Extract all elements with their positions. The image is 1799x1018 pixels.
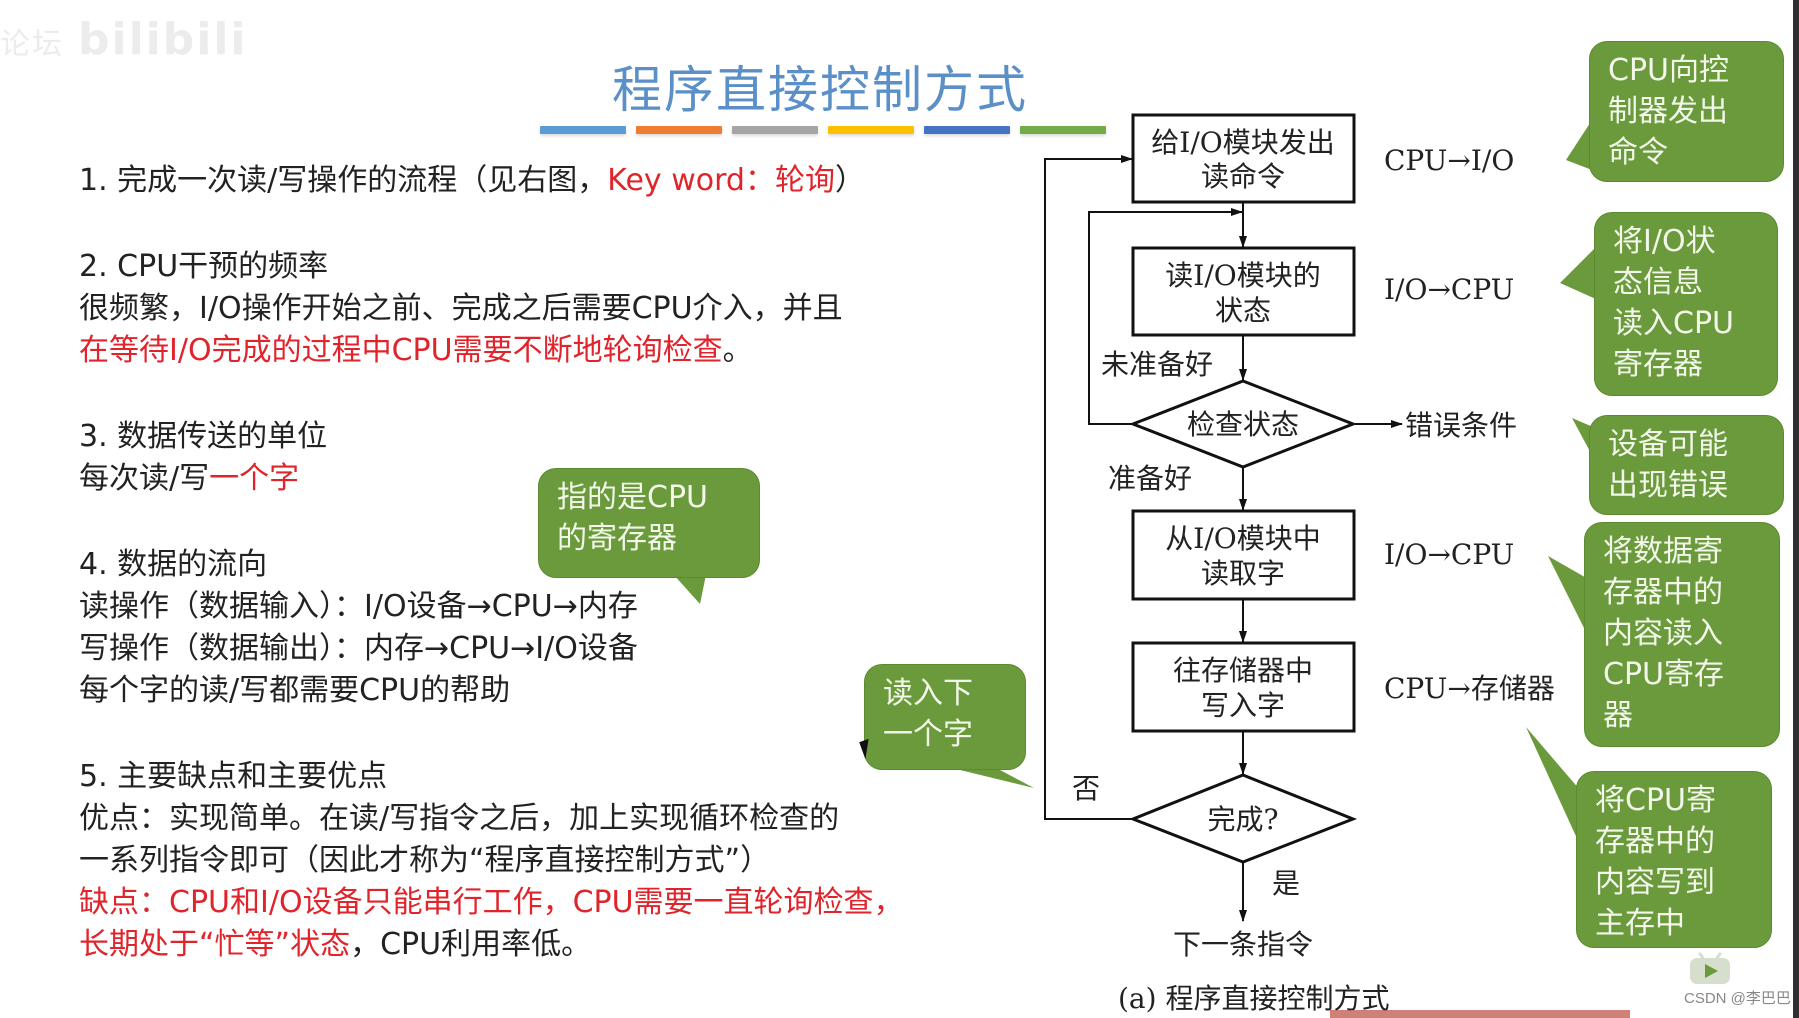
section-4-read: 读操作（数据输入）：I/O设备→CPU→内存 bbox=[79, 589, 638, 624]
callout-line: 读入下 bbox=[883, 676, 973, 711]
box4-line1: 往存储器中 bbox=[1173, 654, 1313, 687]
no-label: 否 bbox=[1072, 772, 1100, 805]
box1-line1: 给I/O模块发出 bbox=[1151, 126, 1334, 159]
right-edge-strip bbox=[1793, 0, 1799, 1018]
callout-data-register: 将数据寄 存器中的 内容读入 CPU寄存 器 bbox=[1584, 522, 1780, 747]
flow-label-4: CPU→存储器 bbox=[1384, 672, 1555, 705]
flow-label-1: CPU→I/O bbox=[1384, 144, 1514, 177]
next-instruction: 下一条指令 bbox=[1173, 928, 1313, 961]
callout-read-next: 读入下 一个字 bbox=[864, 664, 1026, 770]
callout-tail-data-reg bbox=[1548, 556, 1590, 640]
callout-line: 将数据寄 bbox=[1603, 534, 1723, 569]
section-2-line2: 在等待I/O完成的过程中CPU需要不断地轮询检查。 bbox=[79, 330, 1039, 372]
title-bar-4 bbox=[828, 126, 914, 134]
box1-line2: 读命令 bbox=[1201, 160, 1285, 193]
box2-line1: 读I/O模块的 bbox=[1165, 259, 1320, 292]
callout-tail-write-mem bbox=[1526, 727, 1580, 845]
callout-cpu-command: CPU向控 制器发出 命令 bbox=[1589, 41, 1784, 182]
callout-line: 出现错误 bbox=[1608, 468, 1728, 503]
section-1: 1. 完成一次读/写操作的流程（见右图，Key word：轮询） bbox=[79, 160, 1039, 202]
s3-red: 一个字 bbox=[209, 461, 300, 496]
ready-label: 准备好 bbox=[1108, 462, 1192, 495]
callout-tail-cpu-cmd bbox=[1566, 120, 1592, 170]
title-bar-2 bbox=[636, 126, 722, 134]
loop-not-ready bbox=[1088, 208, 1243, 425]
slide-content: 1. 完成一次读/写操作的流程（见右图，Key word：轮询） 2. CPU干… bbox=[79, 160, 1039, 966]
section-4-note: 每个字的读/写都需要CPU的帮助 bbox=[79, 673, 511, 708]
watermark-brand: bilibili bbox=[78, 14, 248, 65]
callout-line: 态信息 bbox=[1613, 265, 1703, 300]
loop-not-done bbox=[1044, 155, 1133, 820]
flow-label-3: I/O→CPU bbox=[1384, 538, 1514, 571]
s2-end: 。 bbox=[722, 333, 753, 368]
flow-label-2: I/O→CPU bbox=[1384, 273, 1514, 306]
title-color-bars bbox=[540, 126, 1106, 134]
csdn-watermark: CSDN @李巴巴 bbox=[1684, 990, 1791, 1007]
section-2-heading: 2. CPU干预的频率 bbox=[79, 249, 329, 284]
s1-text: 1. 完成一次读/写操作的流程（见右图， bbox=[79, 163, 608, 198]
callout-line: CPU向控 bbox=[1608, 53, 1729, 88]
callout-line: 内容写到 bbox=[1595, 865, 1715, 900]
callout-line: 存器中的 bbox=[1603, 575, 1723, 610]
box3-line2: 读取字 bbox=[1201, 557, 1285, 590]
diamond1-label: 检查状态 bbox=[1187, 408, 1299, 441]
callout-write-memory: 将CPU寄 存器中的 内容写到 主存中 bbox=[1576, 771, 1772, 948]
title-bar-3 bbox=[732, 126, 818, 134]
box2-line2: 状态 bbox=[1215, 294, 1271, 327]
title-bar-6 bbox=[1020, 126, 1106, 134]
section-4-heading: 4. 数据的流向 bbox=[79, 547, 268, 582]
section-2-line1: 很频繁，I/O操作开始之前、完成之后需要CPU介入，并且 bbox=[79, 291, 843, 326]
error-label: 错误条件 bbox=[1405, 409, 1517, 442]
callout-cpu-register: 指的是CPU 的寄存器 bbox=[538, 468, 760, 578]
not-ready-label: 未准备好 bbox=[1101, 348, 1213, 381]
yes-label: 是 bbox=[1272, 867, 1300, 900]
box3-line1: 从I/O模块中 bbox=[1165, 522, 1320, 555]
callout-line: 一个字 bbox=[883, 717, 973, 752]
section-5-pro1: 优点：实现简单。在读/写指令之后，加上实现循环检查的 bbox=[79, 801, 840, 836]
s1-suffix: ） bbox=[834, 163, 865, 198]
callout-line: 将I/O状 bbox=[1613, 224, 1716, 259]
callout-line: 的寄存器 bbox=[557, 521, 677, 556]
callout-line: 内容读入 bbox=[1603, 616, 1723, 651]
box4-line2: 写入字 bbox=[1201, 689, 1285, 722]
s5-con2-end: ，CPU利用率低。 bbox=[350, 927, 592, 962]
watermark-forum: 论坛 bbox=[0, 27, 64, 62]
bilibili-watermark: 论坛 bilibili bbox=[0, 14, 247, 65]
callout-line: 存器中的 bbox=[1595, 824, 1715, 859]
callout-line: 寄存器 bbox=[1613, 347, 1703, 382]
bilibili-play-icon[interactable] bbox=[1690, 958, 1730, 984]
section-3-heading: 3. 数据传送的单位 bbox=[79, 419, 328, 454]
callout-line: 主存中 bbox=[1595, 906, 1685, 941]
section-3-line: 每次读/写一个字 bbox=[79, 458, 1039, 500]
callout-line: 设备可能 bbox=[1608, 427, 1728, 462]
callout-line: 将CPU寄 bbox=[1595, 783, 1716, 818]
s5-con2-red: 长期处于“忙等”状态 bbox=[79, 927, 351, 962]
callout-tail-read-next bbox=[960, 770, 1034, 788]
callout-tail-io-status bbox=[1560, 245, 1598, 300]
s2-red: 在等待I/O完成的过程中CPU需要不断地轮询检查 bbox=[79, 333, 723, 368]
section-5-heading: 5. 主要缺点和主要优点 bbox=[79, 759, 388, 794]
section-4-write: 写操作（数据输出）：内存→CPU→I/O设备 bbox=[79, 631, 638, 666]
callout-line: CPU寄存 bbox=[1603, 657, 1724, 692]
section-5-pro2: 一系列指令即可（因此才称为“程序直接控制方式”） bbox=[79, 843, 771, 878]
callout-line: 器 bbox=[1603, 698, 1633, 733]
callout-device-error: 设备可能 出现错误 bbox=[1589, 415, 1784, 515]
section-5-con2: 长期处于“忙等”状态，CPU利用率低。 bbox=[79, 924, 1039, 966]
callout-line: 指的是CPU bbox=[557, 480, 708, 515]
bottom-red-text-fragment bbox=[1330, 1010, 1630, 1018]
callout-line: 命令 bbox=[1608, 135, 1668, 170]
section-5-con1: 缺点：CPU和I/O设备只能串行工作，CPU需要一直轮询检查， bbox=[79, 885, 904, 920]
title-bar-1 bbox=[540, 126, 626, 134]
title-bar-5 bbox=[924, 126, 1010, 134]
slide-title: 程序直接控制方式 bbox=[612, 61, 1028, 119]
callout-line: 制器发出 bbox=[1608, 94, 1728, 129]
diamond2-label: 完成? bbox=[1207, 803, 1278, 836]
flow-caption: (a) 程序直接控制方式 bbox=[1118, 982, 1389, 1015]
callout-io-status: 将I/O状 态信息 读入CPU 寄存器 bbox=[1594, 212, 1778, 396]
s3-prefix: 每次读/写 bbox=[79, 461, 210, 496]
callout-line: 读入CPU bbox=[1613, 306, 1734, 341]
s1-keyword: Key word：轮询 bbox=[607, 163, 835, 198]
